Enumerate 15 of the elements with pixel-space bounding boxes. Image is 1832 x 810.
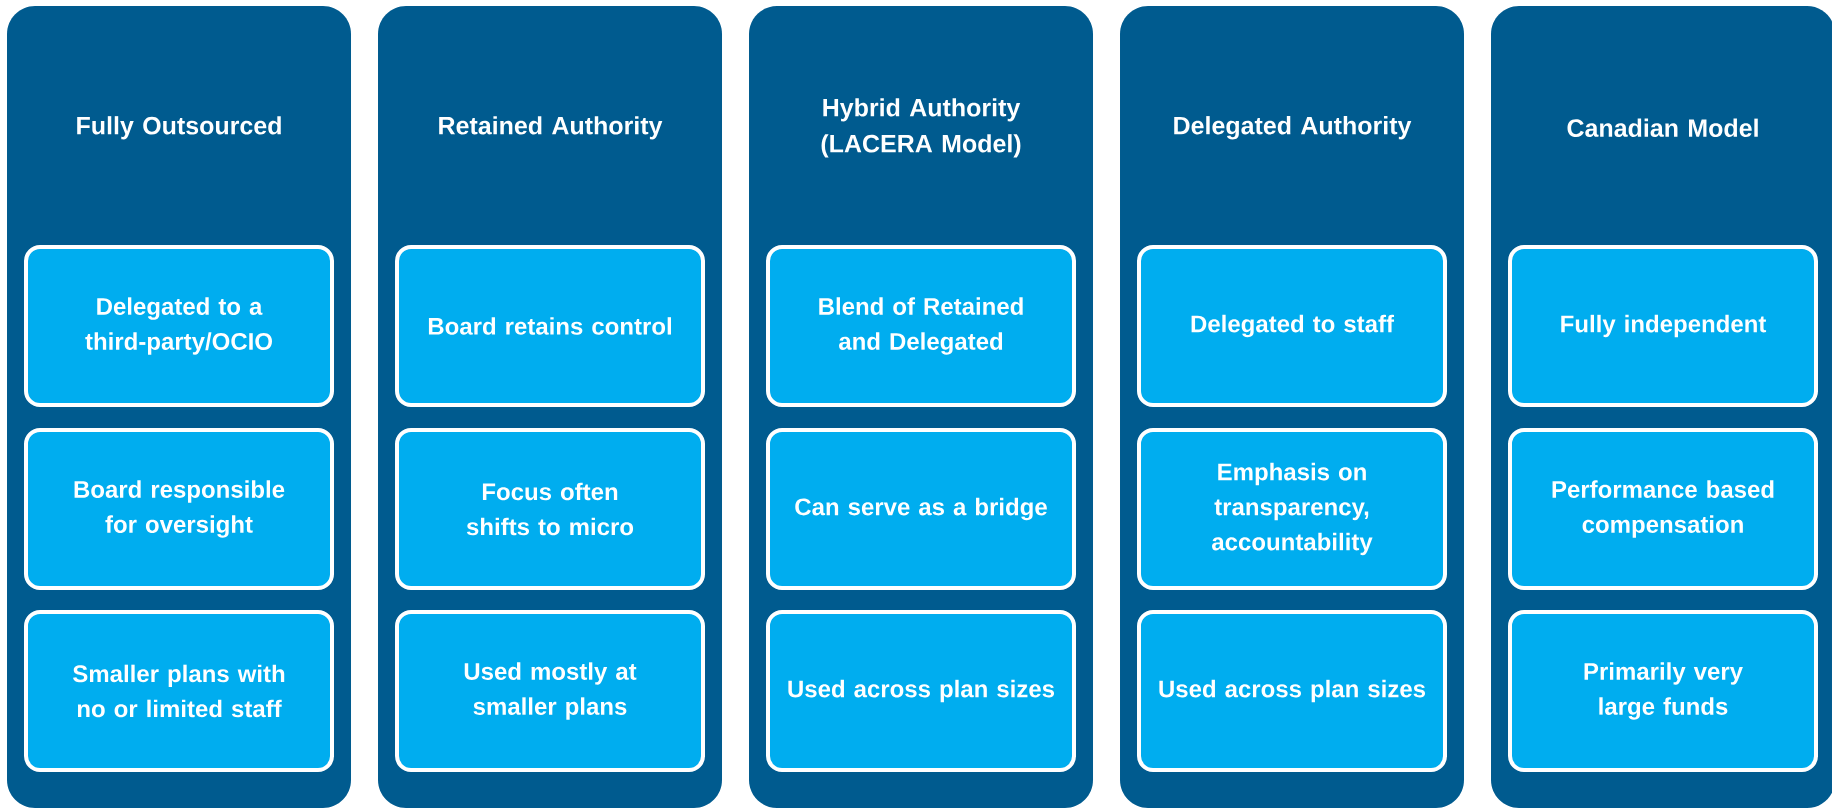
text-box: Board responsible for oversight <box>24 428 334 590</box>
text-box: Blend of Retained and Delegated <box>766 245 1076 407</box>
text-box: Delegated to staff <box>1137 245 1447 407</box>
text-box: Used mostly at smaller plans <box>395 610 705 772</box>
text-box: Can serve as a bridge <box>766 428 1076 590</box>
text-box: Emphasis on transparency, accountability <box>1137 428 1447 590</box>
text-box: Used across plan sizes <box>766 610 1076 772</box>
text-box: Fully independent <box>1508 245 1818 407</box>
text-box: Used across plan sizes <box>1137 610 1447 772</box>
text-box: Performance based compensation <box>1508 428 1818 590</box>
text-box: Focus often shifts to micro <box>395 428 705 590</box>
text-box: Delegated to a third-party/OCIO <box>24 245 334 407</box>
text-box: Primarily very large funds <box>1508 610 1818 772</box>
text-box: Board retains control <box>395 245 705 407</box>
text-box: Smaller plans with no or limited staff <box>24 610 334 772</box>
